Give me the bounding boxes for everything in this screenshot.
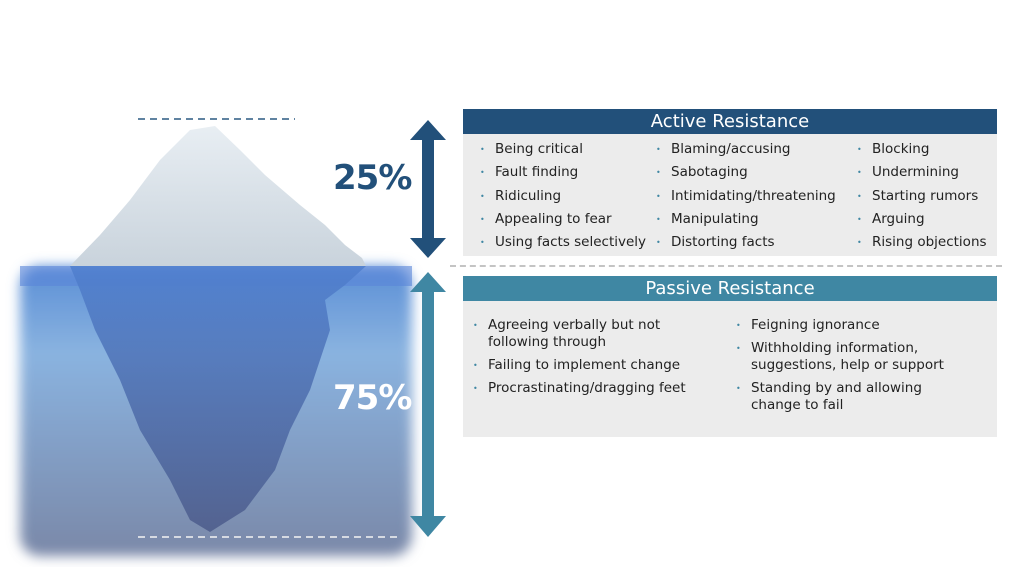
below-water-percent: 75% — [333, 378, 412, 418]
list-item: Failing to implement change — [473, 357, 718, 374]
list-item: Intimidating/threatening — [656, 188, 836, 211]
active-resistance-header: Active Resistance — [463, 109, 997, 134]
list-item: Rising objections — [857, 234, 986, 257]
list-item: Using facts selectively — [480, 234, 646, 257]
list-item: Manipulating — [656, 211, 836, 234]
list-item: Procrastinating/dragging feet — [473, 380, 718, 397]
iceberg-underwater — [70, 266, 366, 532]
double-arrow-passive-icon — [410, 272, 446, 537]
active-list-col3: Blocking Undermining Starting rumors Arg… — [857, 141, 987, 257]
list-item: Being critical — [480, 141, 646, 164]
list-item: Feigning ignorance — [736, 317, 981, 334]
double-arrow-active-icon — [410, 120, 446, 258]
list-item: Arguing — [857, 211, 987, 234]
waterline-divider — [450, 265, 1002, 267]
active-list-col2: Blaming/accusing Sabotaging Intimidating… — [656, 141, 836, 257]
list-item: Sabotaging — [656, 164, 836, 187]
list-item: Distorting facts — [656, 234, 836, 257]
arrows — [410, 120, 446, 537]
list-item: Starting rumors — [857, 188, 987, 211]
passive-list-col2: Feigning ignorance Withholding informati… — [736, 317, 981, 420]
list-item: Blocking — [857, 141, 987, 164]
list-item: Withholding information, suggestions, he… — [736, 340, 961, 374]
iceberg-tip — [70, 126, 366, 266]
list-item: Blaming/accusing — [656, 141, 836, 164]
list-item: Fault finding — [480, 164, 646, 187]
iceberg-illustration — [20, 118, 412, 556]
list-item: Ridiculing — [480, 188, 646, 211]
list-item: Agreeing verbally but not following thro… — [473, 317, 688, 351]
passive-resistance-header: Passive Resistance — [463, 276, 997, 301]
list-item: Appealing to fear — [480, 211, 646, 234]
above-water-percent: 25% — [333, 158, 412, 198]
list-item: Standing by and allowing change to fail — [736, 380, 941, 414]
passive-list-col1: Agreeing verbally but not following thro… — [473, 317, 718, 403]
active-list-col1: Being critical Fault finding Ridiculing … — [480, 141, 646, 257]
list-item: Undermining — [857, 164, 987, 187]
